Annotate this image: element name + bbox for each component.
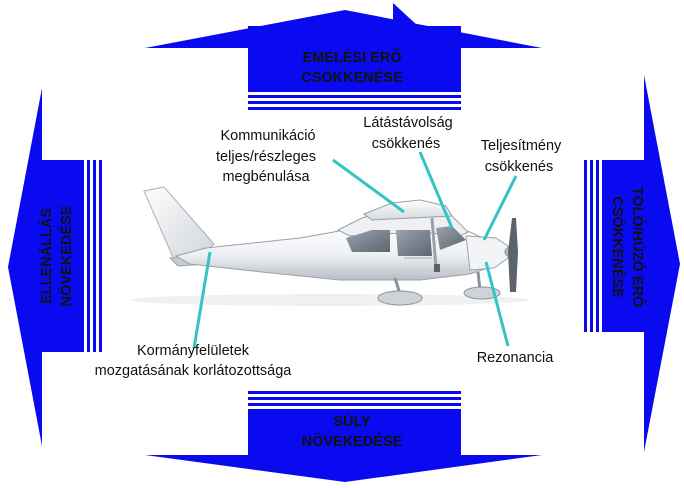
leader-lines — [192, 151, 518, 349]
arrow-right-stripe — [596, 160, 599, 332]
arrow-bottom-stripe — [248, 403, 461, 406]
plane-nose-wheel — [463, 286, 501, 300]
plane-shadow — [130, 294, 530, 306]
arrow-bottom-line2: NÖVEKEDÉSE — [302, 433, 403, 450]
arrow-left-box — [30, 160, 84, 352]
arrow-left: ELLENÁLLÁS NÖVEKEDÉSE — [8, 88, 102, 446]
label-control-surfaces-1: Kormányfelületek — [137, 343, 250, 359]
plane-main-wheel — [377, 290, 423, 306]
leader-visibility — [418, 151, 454, 229]
plane-wing-strut — [430, 217, 438, 269]
arrow-right-stripe — [590, 160, 593, 332]
arrow-right-line2: CSÖKKENÉSE — [609, 196, 626, 298]
arrow-bottom: SÚLY NÖVEKEDÉSE — [145, 391, 542, 482]
label-performance-1: Teljesítmény — [481, 138, 562, 154]
leader-resonance — [484, 261, 510, 347]
arrow-top: EMELÉSI ERŐ CSÖKKENÉSE — [145, 3, 542, 110]
arrow-top-stripe — [248, 101, 461, 104]
plane-rear-window — [346, 230, 390, 252]
plane-side-window — [396, 230, 432, 256]
arrow-top-box — [248, 40, 461, 92]
label-control-surfaces-2: mozgatásának korlátozottsága — [95, 363, 293, 379]
plane-nose — [465, 235, 509, 271]
label-communication-2: teljes/részleges — [216, 149, 316, 165]
arrow-top-stripe — [248, 95, 461, 98]
arrow-left-stripe — [87, 160, 90, 352]
arrow-top-stripe — [248, 107, 461, 110]
plane-propeller — [508, 218, 518, 292]
arrow-right-line1: TOLÓ/HÚZÓ ERŐ — [629, 187, 647, 308]
arrow-top-head — [145, 10, 542, 48]
plane-wing — [362, 199, 453, 221]
arrow-bottom-stripe — [248, 397, 461, 400]
airplane-illustration — [130, 186, 530, 306]
arrow-left-stripe — [93, 160, 96, 352]
label-resonance: Rezonancia — [477, 350, 555, 366]
label-performance-2: csökkenés — [485, 159, 554, 175]
arrow-bottom-head — [145, 455, 542, 482]
plane-marker — [434, 264, 440, 272]
arrow-left-line1: ELLENÁLLÁS — [38, 208, 55, 304]
arrow-top-line1: EMELÉSI ERŐ — [302, 48, 401, 66]
arrow-left-stripe — [99, 160, 102, 352]
label-communication-3: megbénulása — [222, 169, 310, 185]
leader-communication — [332, 158, 405, 214]
label-communication-1: Kommunikáció — [220, 128, 315, 144]
arrow-right-head — [644, 75, 680, 452]
leader-control-surfaces — [192, 251, 212, 349]
arrow-right: TOLÓ/HÚZÓ ERŐ CSÖKKENÉSE — [584, 75, 680, 452]
arrow-right-stripe — [584, 160, 587, 332]
label-visibility-2: csökkenés — [372, 136, 441, 152]
arrow-bottom-line1: SÚLY — [333, 412, 371, 430]
arrow-top-line2: CSÖKKENÉSE — [301, 69, 403, 86]
arrow-left-line2: NÖVEKEDÉSE — [58, 205, 75, 306]
arrow-bottom-box — [248, 409, 461, 459]
plane-windshield — [436, 226, 466, 250]
leader-performance — [482, 175, 518, 241]
arrow-bottom-stripe — [248, 391, 461, 394]
label-visibility-1: Látástávolság — [363, 115, 452, 131]
